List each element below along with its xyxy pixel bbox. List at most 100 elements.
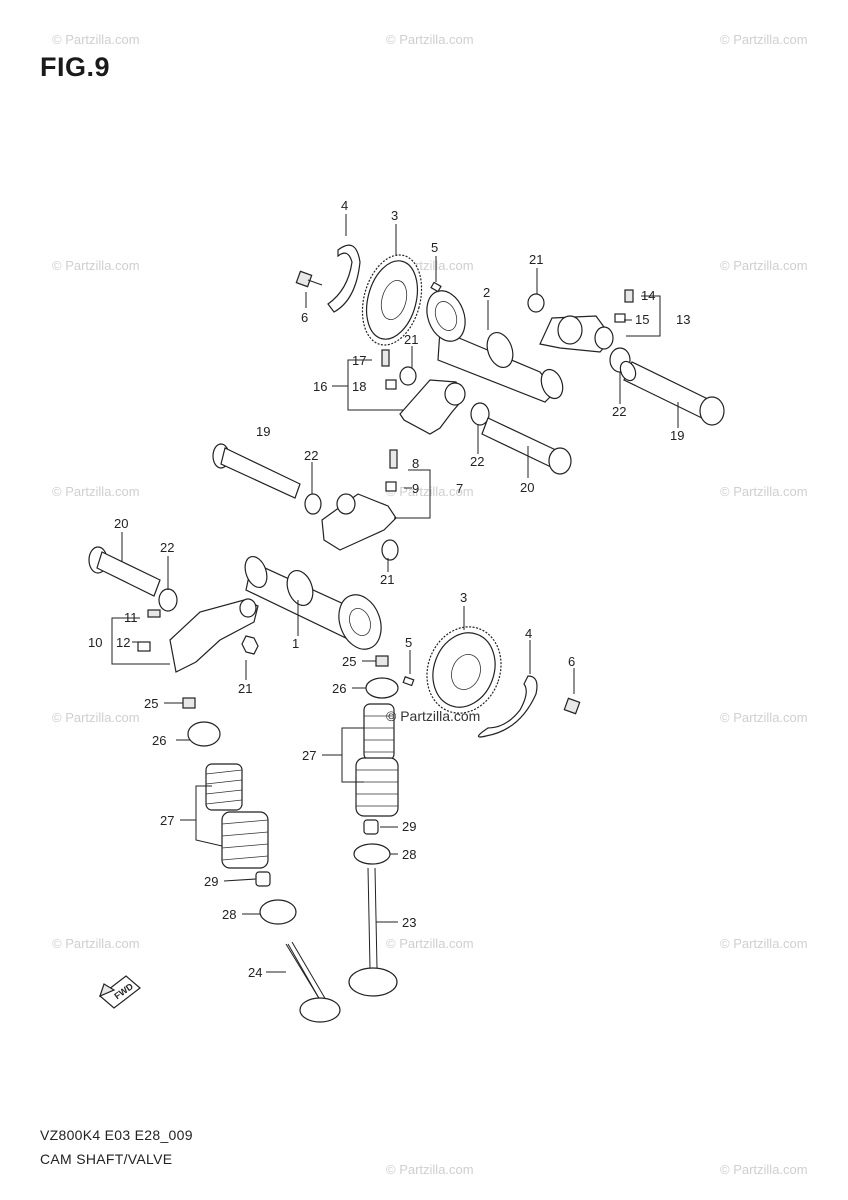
callout-11: 11 [124,610,138,625]
callout-27-b: 27 [160,813,174,828]
cotter-25-left[interactable] [182,697,196,709]
watermark: © Partzilla.com [720,936,808,951]
adjuster-nut-18[interactable] [385,379,397,390]
adjuster-screw-17[interactable] [381,349,390,367]
washer-22-lower-left[interactable] [158,588,178,612]
watermark: © Partzilla.com [720,32,808,47]
callout-28: 28 [402,847,416,862]
callout-3: 3 [391,208,398,223]
spring-seat-28-left[interactable] [259,899,297,925]
washer-21[interactable] [527,293,545,313]
upper-right-rocker-arm[interactable] [539,315,614,353]
adjuster-screw-14[interactable] [624,289,634,303]
watermark: © Partzilla.com [52,32,140,47]
lower-sprocket-bolt[interactable] [563,697,581,715]
forward-arrow-icon: FWD [99,975,141,1009]
upper-sprocket-bolt[interactable] [295,270,323,288]
callout-6-b: 6 [568,654,575,669]
lower-rocker-shaft-19[interactable] [212,443,301,499]
callout-3-b: 3 [460,590,467,605]
lower-rocker-arm-10[interactable] [169,598,259,673]
adjuster-screw-11[interactable] [147,609,161,618]
callout-5-b: 5 [405,635,412,650]
callout-22-d: 22 [160,540,174,555]
lower-cam-sprocket[interactable] [415,616,513,723]
callout-29: 29 [402,819,416,834]
adjuster-nut-9[interactable] [385,481,397,492]
callout-12: 12 [116,635,130,650]
upper-dowel-pin[interactable] [430,281,442,293]
upper-cam-sprocket[interactable] [353,248,431,351]
spring-retainer-26-right[interactable] [365,677,399,699]
lower-dowel-pin[interactable] [402,676,415,687]
callout-19: 19 [670,428,684,443]
callout-24: 24 [248,965,262,980]
callout-29-b: 29 [204,874,218,889]
callout-4: 4 [341,198,348,213]
callout-20: 20 [520,480,534,495]
upper-left-rocker-arm[interactable] [399,379,466,435]
valve-23[interactable] [348,867,398,997]
callout-labels: 4 3 5 6 2 21 14 15 13 22 19 17 18 16 21 … [88,198,690,980]
figure-name: CAM SHAFT/VALVE [40,1151,173,1167]
washer-22-center[interactable] [470,402,490,426]
watermark: © Partzilla.com [720,484,808,499]
washer-21-center[interactable] [399,366,417,386]
leader-lines [111,214,679,973]
callout-21-c: 21 [380,572,394,587]
callout-25-b: 25 [144,696,158,711]
valve-seal-29-left[interactable] [255,871,271,887]
watermark: © Partzilla.com [52,710,140,725]
adjuster-nut-12[interactable] [137,641,151,652]
callout-17: 17 [352,353,366,368]
watermark: © Partzilla.com [386,1162,474,1177]
callout-4-b: 4 [525,626,532,641]
callout-13: 13 [676,312,690,327]
callout-16: 16 [313,379,327,394]
upper-retainer-plate[interactable] [327,244,361,313]
upper-camshaft[interactable] [420,285,566,403]
lower-retainer-plate[interactable] [477,675,538,738]
callout-10: 10 [88,635,102,650]
nut-21-lower-left[interactable] [241,635,259,655]
callout-7: 7 [456,481,463,496]
callout-2: 2 [483,285,490,300]
valve-spring-27-left[interactable] [205,763,269,869]
callout-25: 25 [342,654,356,669]
lower-rocker-shaft-20[interactable] [88,546,161,597]
adjuster-nut-15[interactable] [614,313,626,323]
spring-seat-28-right[interactable] [353,843,391,865]
adjuster-screw-8[interactable] [389,449,398,469]
callout-6: 6 [301,310,308,325]
callout-14: 14 [641,288,655,303]
cotter-25-right[interactable] [375,655,389,667]
upper-rocker-shaft-20[interactable] [481,417,572,475]
watermark: © Partzilla.com [720,258,808,273]
callout-1: 1 [292,636,299,651]
valve-spring-27-right[interactable] [355,703,399,817]
watermark: © Partzilla.com [386,936,474,951]
spring-retainer-26-left[interactable] [187,721,221,747]
lower-camshaft[interactable] [241,554,388,656]
watermark: © Partzilla.com [52,936,140,951]
callout-26-b: 26 [152,733,166,748]
lower-rocker-arm-7[interactable] [321,493,397,551]
callout-20-b: 20 [114,516,128,531]
callout-21-b: 21 [404,332,418,347]
callout-15: 15 [635,312,649,327]
callout-23: 23 [402,915,416,930]
valve-seal-29-right[interactable] [363,819,379,835]
callout-22-c: 22 [304,448,318,463]
callout-9: 9 [412,481,419,496]
upper-rocker-shaft[interactable] [617,359,725,426]
watermark: © Partzilla.com [720,710,808,725]
washer-22-left[interactable] [304,493,322,515]
watermark: © Partzilla.com [720,1162,808,1177]
callout-26: 26 [332,681,346,696]
callout-22: 22 [612,404,626,419]
valve-24[interactable] [285,941,341,1023]
washer-21-lower[interactable] [381,539,399,561]
watermark-center: © Partzilla.com [386,708,481,724]
